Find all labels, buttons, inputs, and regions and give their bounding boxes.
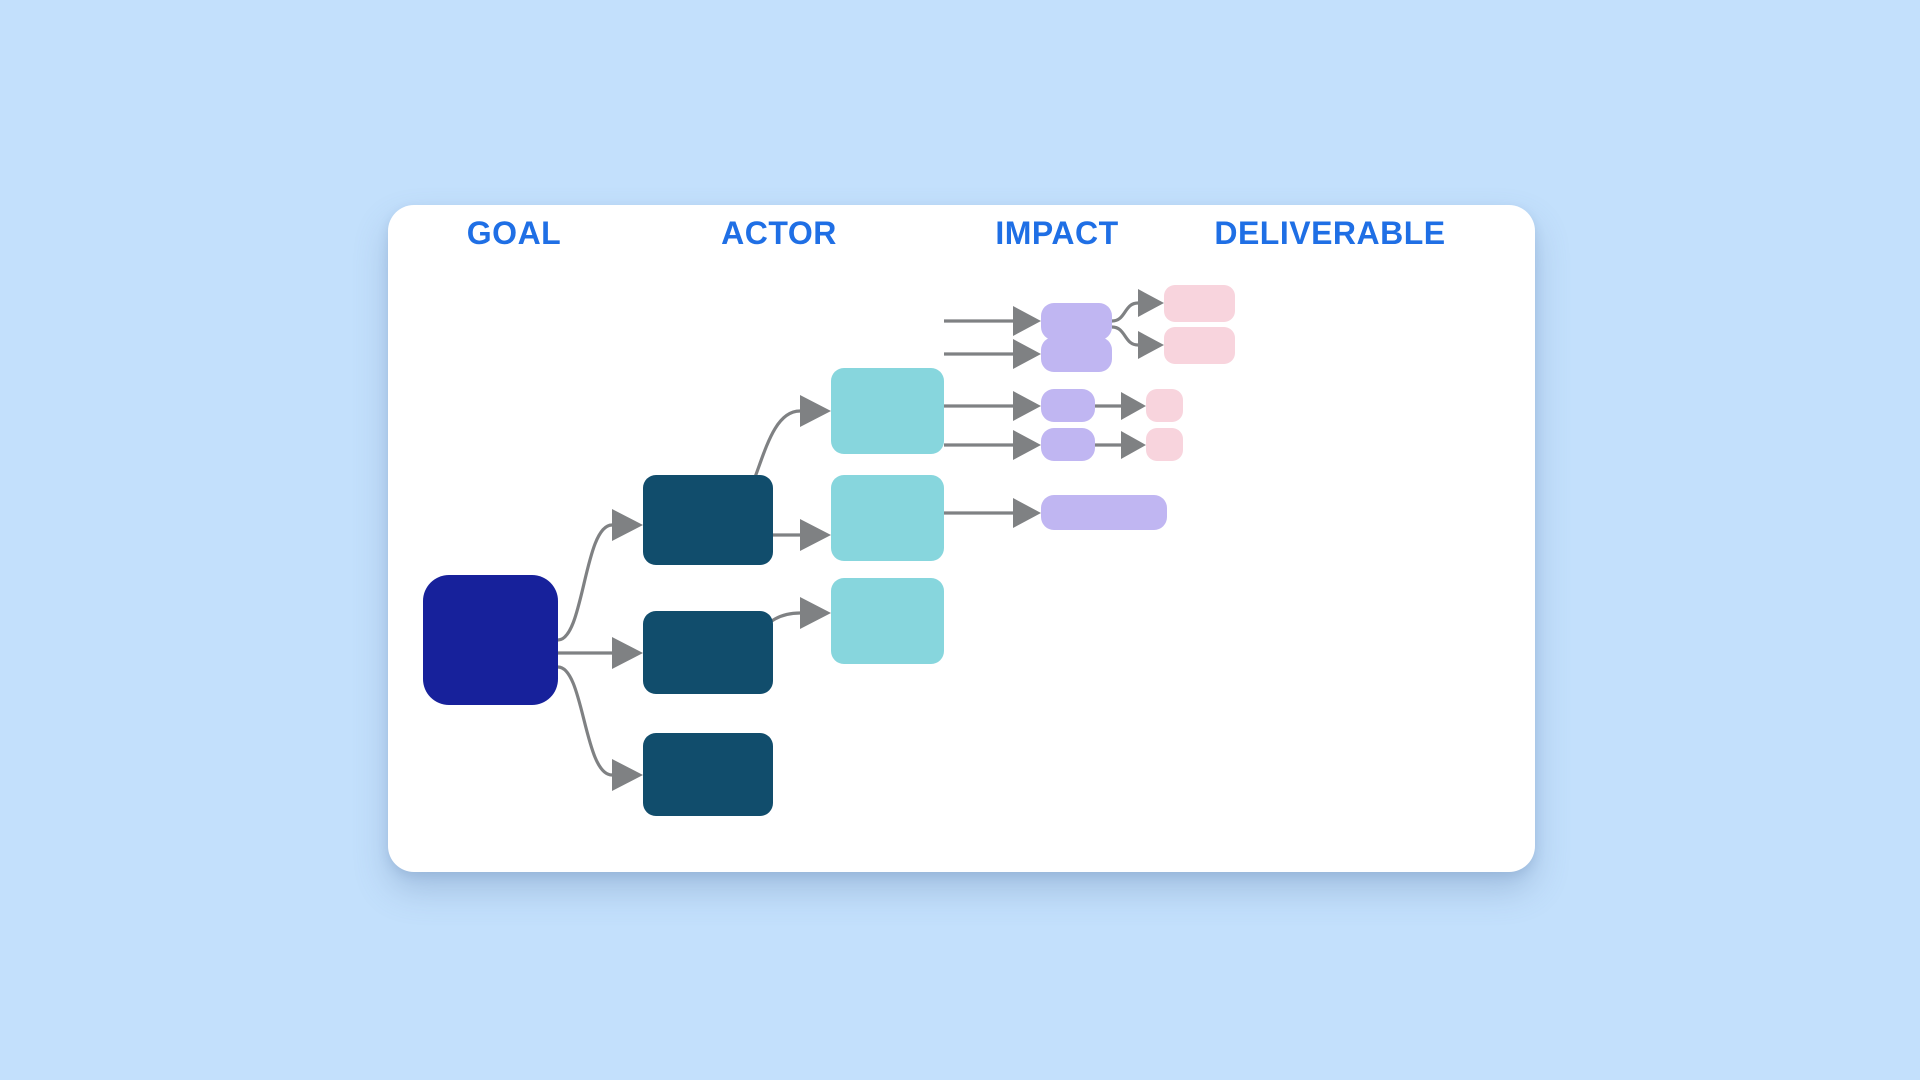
deliverable-node-5[interactable] xyxy=(1041,495,1167,530)
edge-goal-actor3 xyxy=(557,665,613,777)
leaf-node-4[interactable] xyxy=(1146,428,1183,461)
goal-node[interactable] xyxy=(423,575,558,705)
deliverable-node-4[interactable] xyxy=(1041,428,1095,461)
arrowhead-deliverable1-leaf2 xyxy=(1138,331,1164,359)
actor-node-3[interactable] xyxy=(643,733,773,816)
edge-deliverable1-leaf1 xyxy=(1111,301,1139,323)
column-header-goal: GOAL xyxy=(466,215,562,251)
arrowhead-impact1-deliverable2 xyxy=(1013,339,1041,369)
arrowhead-deliverable4-leaf4 xyxy=(1121,431,1146,459)
impact-node-1[interactable] xyxy=(831,368,944,454)
arrowhead-deliverable1-leaf1 xyxy=(1138,289,1164,317)
impact-map-card: GOAL ACTOR IMPACT DELIVERABLE xyxy=(388,205,1535,872)
arrowhead-impact2-deliverable3 xyxy=(1013,391,1041,421)
impact-node-3[interactable] xyxy=(831,578,944,664)
impact-node-2[interactable] xyxy=(831,475,944,561)
edge-deliverable1-leaf2 xyxy=(1111,325,1139,347)
column-header-deliverable: DELIVERABLE xyxy=(1214,215,1446,251)
arrowhead-goal-actor3 xyxy=(612,759,643,791)
arrowhead-impact3-deliverable5 xyxy=(1013,498,1041,528)
arrowhead-impact1-deliverable1 xyxy=(1013,306,1041,336)
arrowhead-goal-actor2 xyxy=(612,637,643,669)
arrowhead-deliverable3-leaf3 xyxy=(1121,392,1146,420)
connector-layer xyxy=(557,289,1164,791)
arrowhead-actor1-impact2 xyxy=(800,519,831,551)
arrowhead-goal-actor1 xyxy=(612,509,643,541)
leaf-node-3[interactable] xyxy=(1146,389,1183,422)
leaf-node-1[interactable] xyxy=(1164,285,1235,322)
deliverable-node-1[interactable] xyxy=(1041,303,1112,340)
actor-node-2[interactable] xyxy=(643,611,773,694)
column-header-actor: ACTOR xyxy=(721,215,837,251)
actor-node-1[interactable] xyxy=(643,475,773,565)
column-header-impact: IMPACT xyxy=(995,215,1119,251)
deliverable-node-3[interactable] xyxy=(1041,389,1095,422)
edge-goal-actor1 xyxy=(557,523,613,642)
arrowhead-actor1-impact3 xyxy=(800,597,831,629)
arrowhead-actor1-impact1 xyxy=(800,395,831,427)
deliverable-node-2[interactable] xyxy=(1041,337,1112,372)
arrowhead-impact2-deliverable4 xyxy=(1013,430,1041,460)
leaf-node-2[interactable] xyxy=(1164,327,1235,364)
